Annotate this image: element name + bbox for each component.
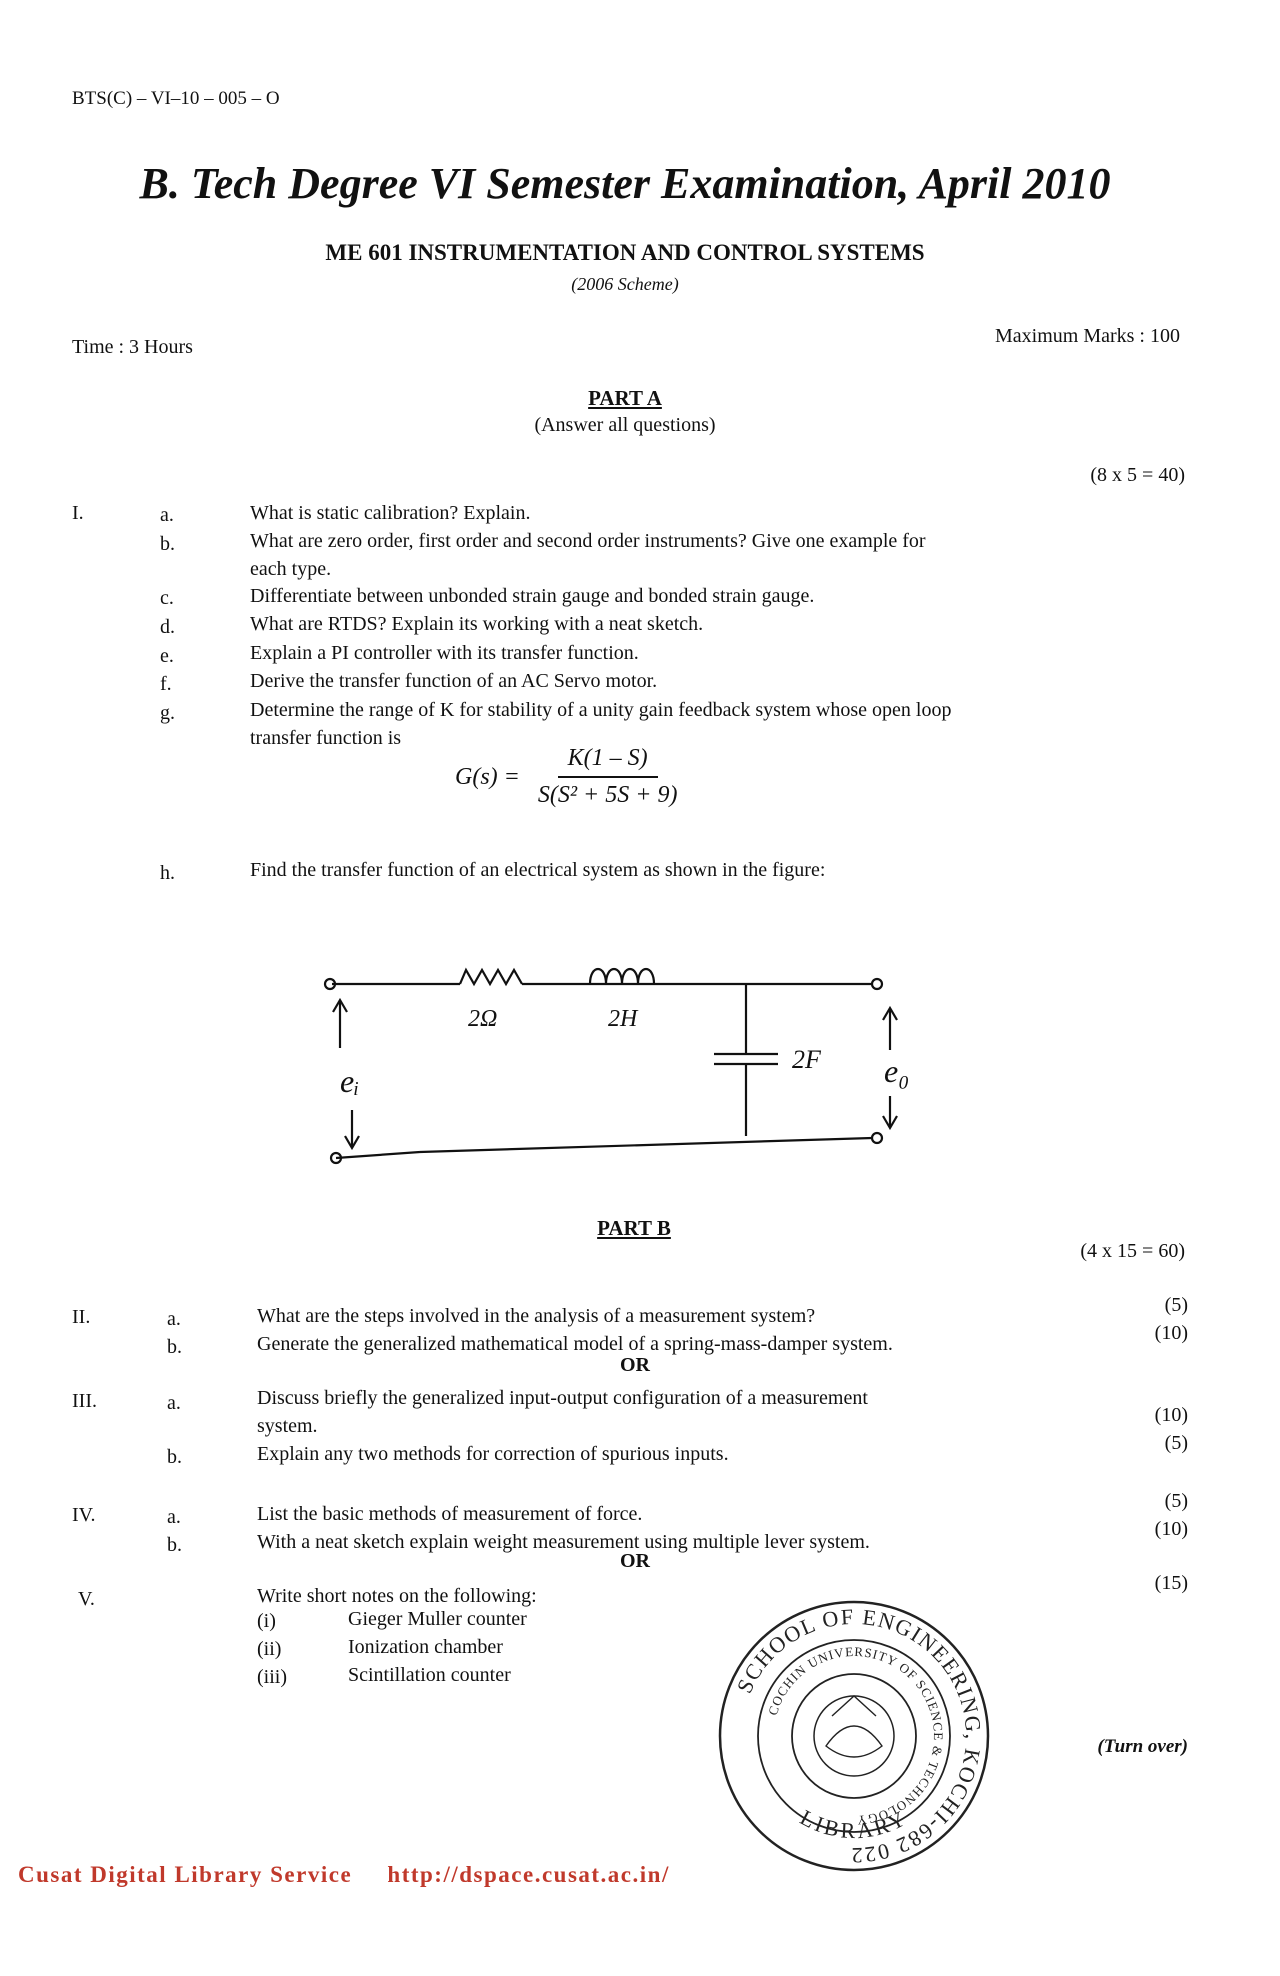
question-text: What are zero order, first order and sec… [250, 530, 926, 552]
question-text: Generate the generalized mathematical mo… [257, 1333, 893, 1355]
or-separator: OR [620, 1550, 650, 1572]
question-text: What is static calibration? Explain. [250, 502, 531, 524]
list-numeral: (iii) [257, 1666, 287, 1688]
item-label: f. [160, 673, 172, 695]
question-marks: (5) [1164, 1490, 1188, 1512]
question-text: Derive the transfer function of an AC Se… [250, 670, 658, 692]
item-label: a. [167, 1392, 181, 1414]
question-marks: (10) [1154, 1404, 1188, 1426]
formula-lhs: G(s) = [455, 763, 520, 790]
capacitor-label: 2F [792, 1045, 822, 1074]
part-b-heading: PART B [597, 1216, 671, 1240]
question-marks: (15) [1154, 1572, 1188, 1594]
item-label: c. [160, 587, 174, 609]
formula-numerator: K(1 – S) [557, 745, 658, 778]
item-label: a. [167, 1308, 181, 1330]
question-text: What are the steps involved in the analy… [257, 1305, 816, 1327]
part-a-heading: PART A [588, 386, 662, 410]
question-text-continued: each type. [250, 558, 332, 580]
question-text: With a neat sketch explain weight measur… [257, 1531, 870, 1553]
inductor-label: 2H [608, 1006, 639, 1032]
list-item: Gieger Muller counter [348, 1608, 527, 1630]
footer: Cusat Digital Library Service http://dsp… [18, 1862, 698, 1888]
exam-title: B. Tech Degree VI Semester Examination, … [139, 159, 1111, 208]
part-a-marks: (8 x 5 = 40) [1090, 464, 1185, 486]
question-text: List the basic methods of measurement of… [257, 1503, 643, 1525]
question-marks: (10) [1154, 1322, 1188, 1344]
part-b-marks: (4 x 15 = 60) [1080, 1240, 1185, 1262]
question-text: Write short notes on the following: [257, 1585, 537, 1607]
formula-fraction: K(1 – S) S(S² + 5S + 9) [528, 745, 688, 809]
item-label: h. [160, 862, 175, 884]
item-label: a. [160, 504, 174, 526]
time-label: Time : 3 Hours [72, 336, 193, 358]
question-text: Discuss briefly the generalized input-ou… [257, 1387, 868, 1409]
item-label: b. [167, 1534, 182, 1556]
footer-url[interactable]: http://dspace.cusat.ac.in/ [387, 1862, 670, 1887]
question-marks: (5) [1164, 1294, 1188, 1316]
scheme-label: (2006 Scheme) [571, 274, 679, 294]
question-text: Find the transfer function of an electri… [250, 859, 826, 881]
item-label: e. [160, 645, 174, 667]
item-label: g. [160, 702, 175, 724]
footer-service-name: Cusat Digital Library Service [18, 1862, 353, 1887]
output-voltage-label: e₀ [884, 1053, 909, 1089]
question-text: Determine the range of K for stability o… [250, 699, 952, 721]
question-text-continued: system. [257, 1415, 318, 1437]
or-separator: OR [620, 1354, 650, 1376]
formula-denominator: S(S² + 5S + 9) [537, 782, 678, 808]
list-item: Ionization chamber [348, 1636, 503, 1658]
question-text: What are RTDS? Explain its working with … [250, 613, 704, 635]
list-numeral: (i) [257, 1610, 276, 1632]
paper-code: BTS(C) – VI–10 – 005 – O [72, 88, 280, 109]
library-stamp: SCHOOL OF ENGINEERING, KOCHI-682 022 COC… [718, 1600, 990, 1872]
question-number-1: I. [72, 502, 84, 524]
item-label: a. [167, 1506, 181, 1528]
resistor-label: 2Ω [468, 1006, 497, 1032]
list-item: Scintillation counter [348, 1664, 511, 1686]
question-number-5: V. [78, 1588, 95, 1610]
part-a-instruction: (Answer all questions) [534, 414, 716, 436]
item-label: b. [167, 1336, 182, 1358]
question-number-2: II. [72, 1306, 91, 1328]
subject-title: ME 601 INSTRUMENTATION AND CONTROL SYSTE… [325, 240, 925, 265]
question-marks: (10) [1154, 1518, 1188, 1540]
item-label: b. [167, 1446, 182, 1468]
question-text: Explain a PI controller with its transfe… [250, 642, 639, 664]
question-text-continued: transfer function is [250, 727, 402, 749]
question-number-3: III. [72, 1390, 97, 1412]
input-voltage-label: eᵢ [340, 1063, 359, 1099]
question-text: Differentiate between unbonded strain ga… [250, 585, 815, 607]
circuit-diagram: 2Ω 2H 2F eᵢ e₀ [323, 967, 909, 1165]
item-label: b. [160, 533, 175, 555]
transfer-function-formula: G(s) = K(1 – S) S(S² + 5S + 9) [455, 745, 687, 809]
question-text: Explain any two methods for correction o… [257, 1443, 729, 1465]
item-label: d. [160, 616, 175, 638]
question-number-4: IV. [72, 1504, 96, 1526]
max-marks-label: Maximum Marks : 100 [995, 325, 1180, 347]
question-marks: (5) [1164, 1432, 1188, 1454]
list-numeral: (ii) [257, 1638, 282, 1660]
turn-over-note: (Turn over) [1097, 1736, 1188, 1757]
